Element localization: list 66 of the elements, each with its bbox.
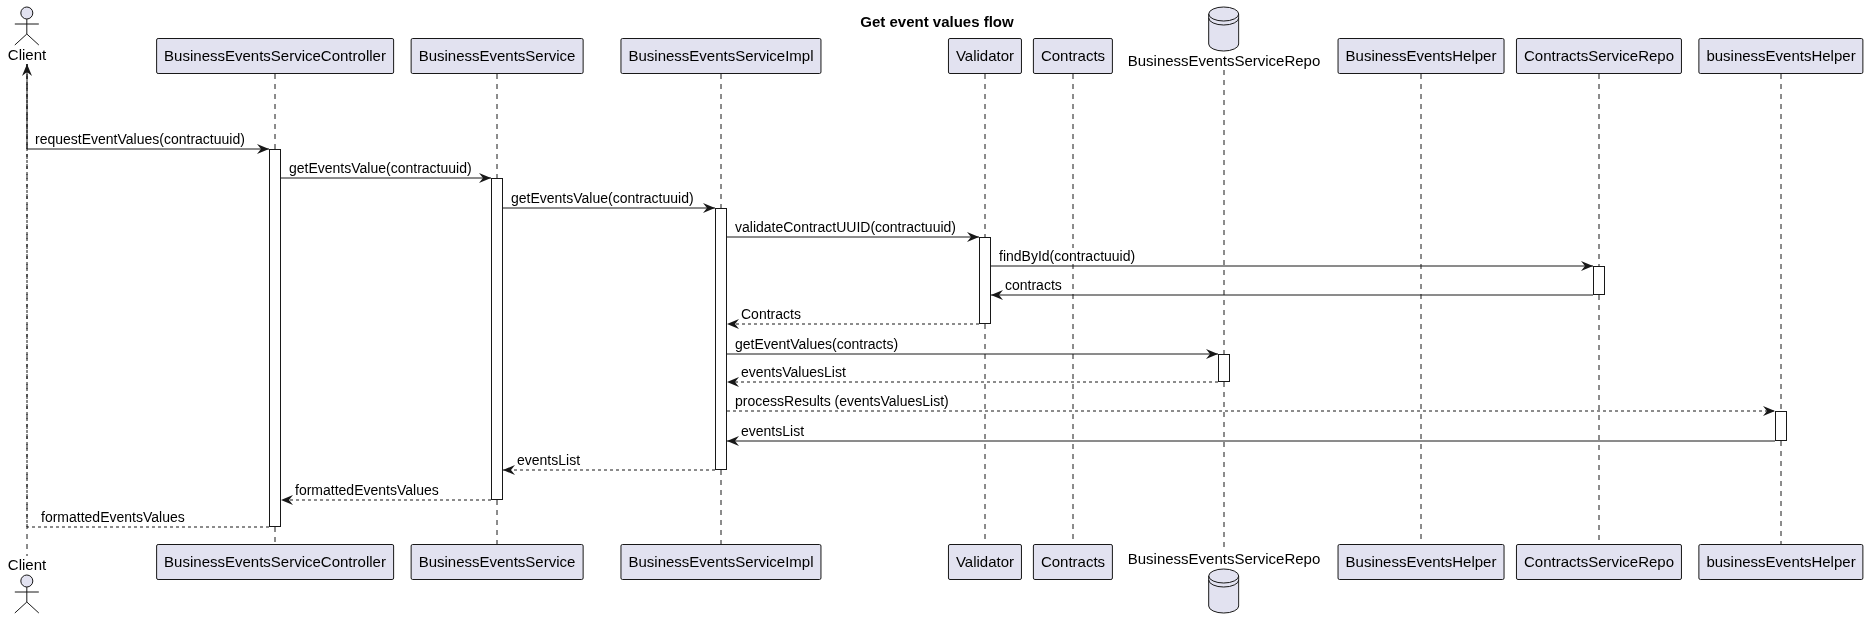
- activation-bar: [1593, 266, 1605, 295]
- message-arrow: [280, 173, 492, 183]
- lifeline: [1223, 69, 1225, 355]
- actor-label: Client: [7, 556, 47, 574]
- participant-box: ContractsServiceRepo: [1515, 38, 1683, 74]
- participant-box: Contracts: [1032, 544, 1114, 580]
- activation-bar: [269, 149, 281, 527]
- message-arrow: [726, 377, 1219, 387]
- message-arrow: [726, 319, 980, 329]
- participant-box: Validator: [947, 38, 1023, 74]
- message-arrow: [280, 495, 492, 505]
- message-arrow: [726, 232, 980, 242]
- database-label: BusinessEventsServiceRepo: [1127, 52, 1321, 70]
- lifeline: [274, 73, 276, 150]
- message-label: eventsList: [515, 452, 583, 468]
- participant-box: BusinessEventsHelper: [1337, 544, 1505, 580]
- lifeline: [496, 499, 498, 545]
- participant-box: BusinessEventsHelper: [1337, 38, 1505, 74]
- message-arrow: [502, 203, 716, 213]
- participant-box: BusinessEventsServiceController: [156, 544, 394, 580]
- message-label: formattedEventsValues: [39, 509, 187, 525]
- message-label: getEventsValue(contractuuid): [287, 160, 474, 176]
- message-label: eventsList: [739, 423, 807, 439]
- lifeline: [274, 526, 276, 545]
- activation-bar: [1775, 411, 1787, 441]
- database-label: BusinessEventsServiceRepo: [1127, 550, 1321, 568]
- message-arrow: [502, 465, 716, 475]
- lifeline: [1598, 73, 1600, 267]
- message-arrow: [726, 349, 1219, 359]
- message-arrow: [726, 436, 1776, 446]
- lifeline: [496, 73, 498, 179]
- activation-bar: [715, 208, 727, 470]
- message-label: getEventValues(contracts): [733, 336, 901, 352]
- lifeline: [720, 469, 722, 545]
- message-label: formattedEventsValues: [293, 482, 441, 498]
- message-label: contracts: [1003, 277, 1064, 293]
- diagram-title: Get event values flow: [860, 13, 1014, 30]
- message-label: validateContractUUID(contractuuid): [733, 219, 958, 235]
- participant-box: BusinessEventsServiceImpl: [620, 544, 822, 580]
- lifeline: [1780, 73, 1782, 412]
- lifeline: [1780, 440, 1782, 545]
- message-arrow: [726, 406, 1776, 416]
- participant-box: BusinessEventsService: [410, 544, 584, 580]
- message-label: requestEventValues(contractuuid): [33, 131, 247, 147]
- message-label: findById(contractuuid): [997, 248, 1138, 264]
- participant-box: businessEventsHelper: [1698, 38, 1864, 74]
- lifeline: [984, 73, 986, 238]
- participant-box: BusinessEventsServiceImpl: [620, 38, 822, 74]
- activation-bar: [1218, 354, 1230, 382]
- lifeline: [720, 73, 722, 209]
- message-label: Contracts: [739, 306, 803, 322]
- message-arrow: [22, 63, 270, 528]
- activation-bar: [491, 178, 503, 500]
- participant-box: ContractsServiceRepo: [1515, 544, 1683, 580]
- message-label: eventsValuesList: [739, 364, 848, 380]
- participant-box: Validator: [947, 544, 1023, 580]
- participant-box: businessEventsHelper: [1698, 544, 1864, 580]
- participant-box: BusinessEventsServiceController: [156, 38, 394, 74]
- participant-box: Contracts: [1032, 38, 1114, 74]
- message-arrow: [990, 290, 1594, 300]
- message-label: processResults (eventsValuesList): [733, 393, 951, 409]
- participant-box: BusinessEventsService: [410, 38, 584, 74]
- message-arrow: [990, 261, 1594, 271]
- message-label: getEventsValue(contractuuid): [509, 190, 696, 206]
- actor-label: Client: [7, 46, 47, 64]
- activation-bar: [979, 237, 991, 324]
